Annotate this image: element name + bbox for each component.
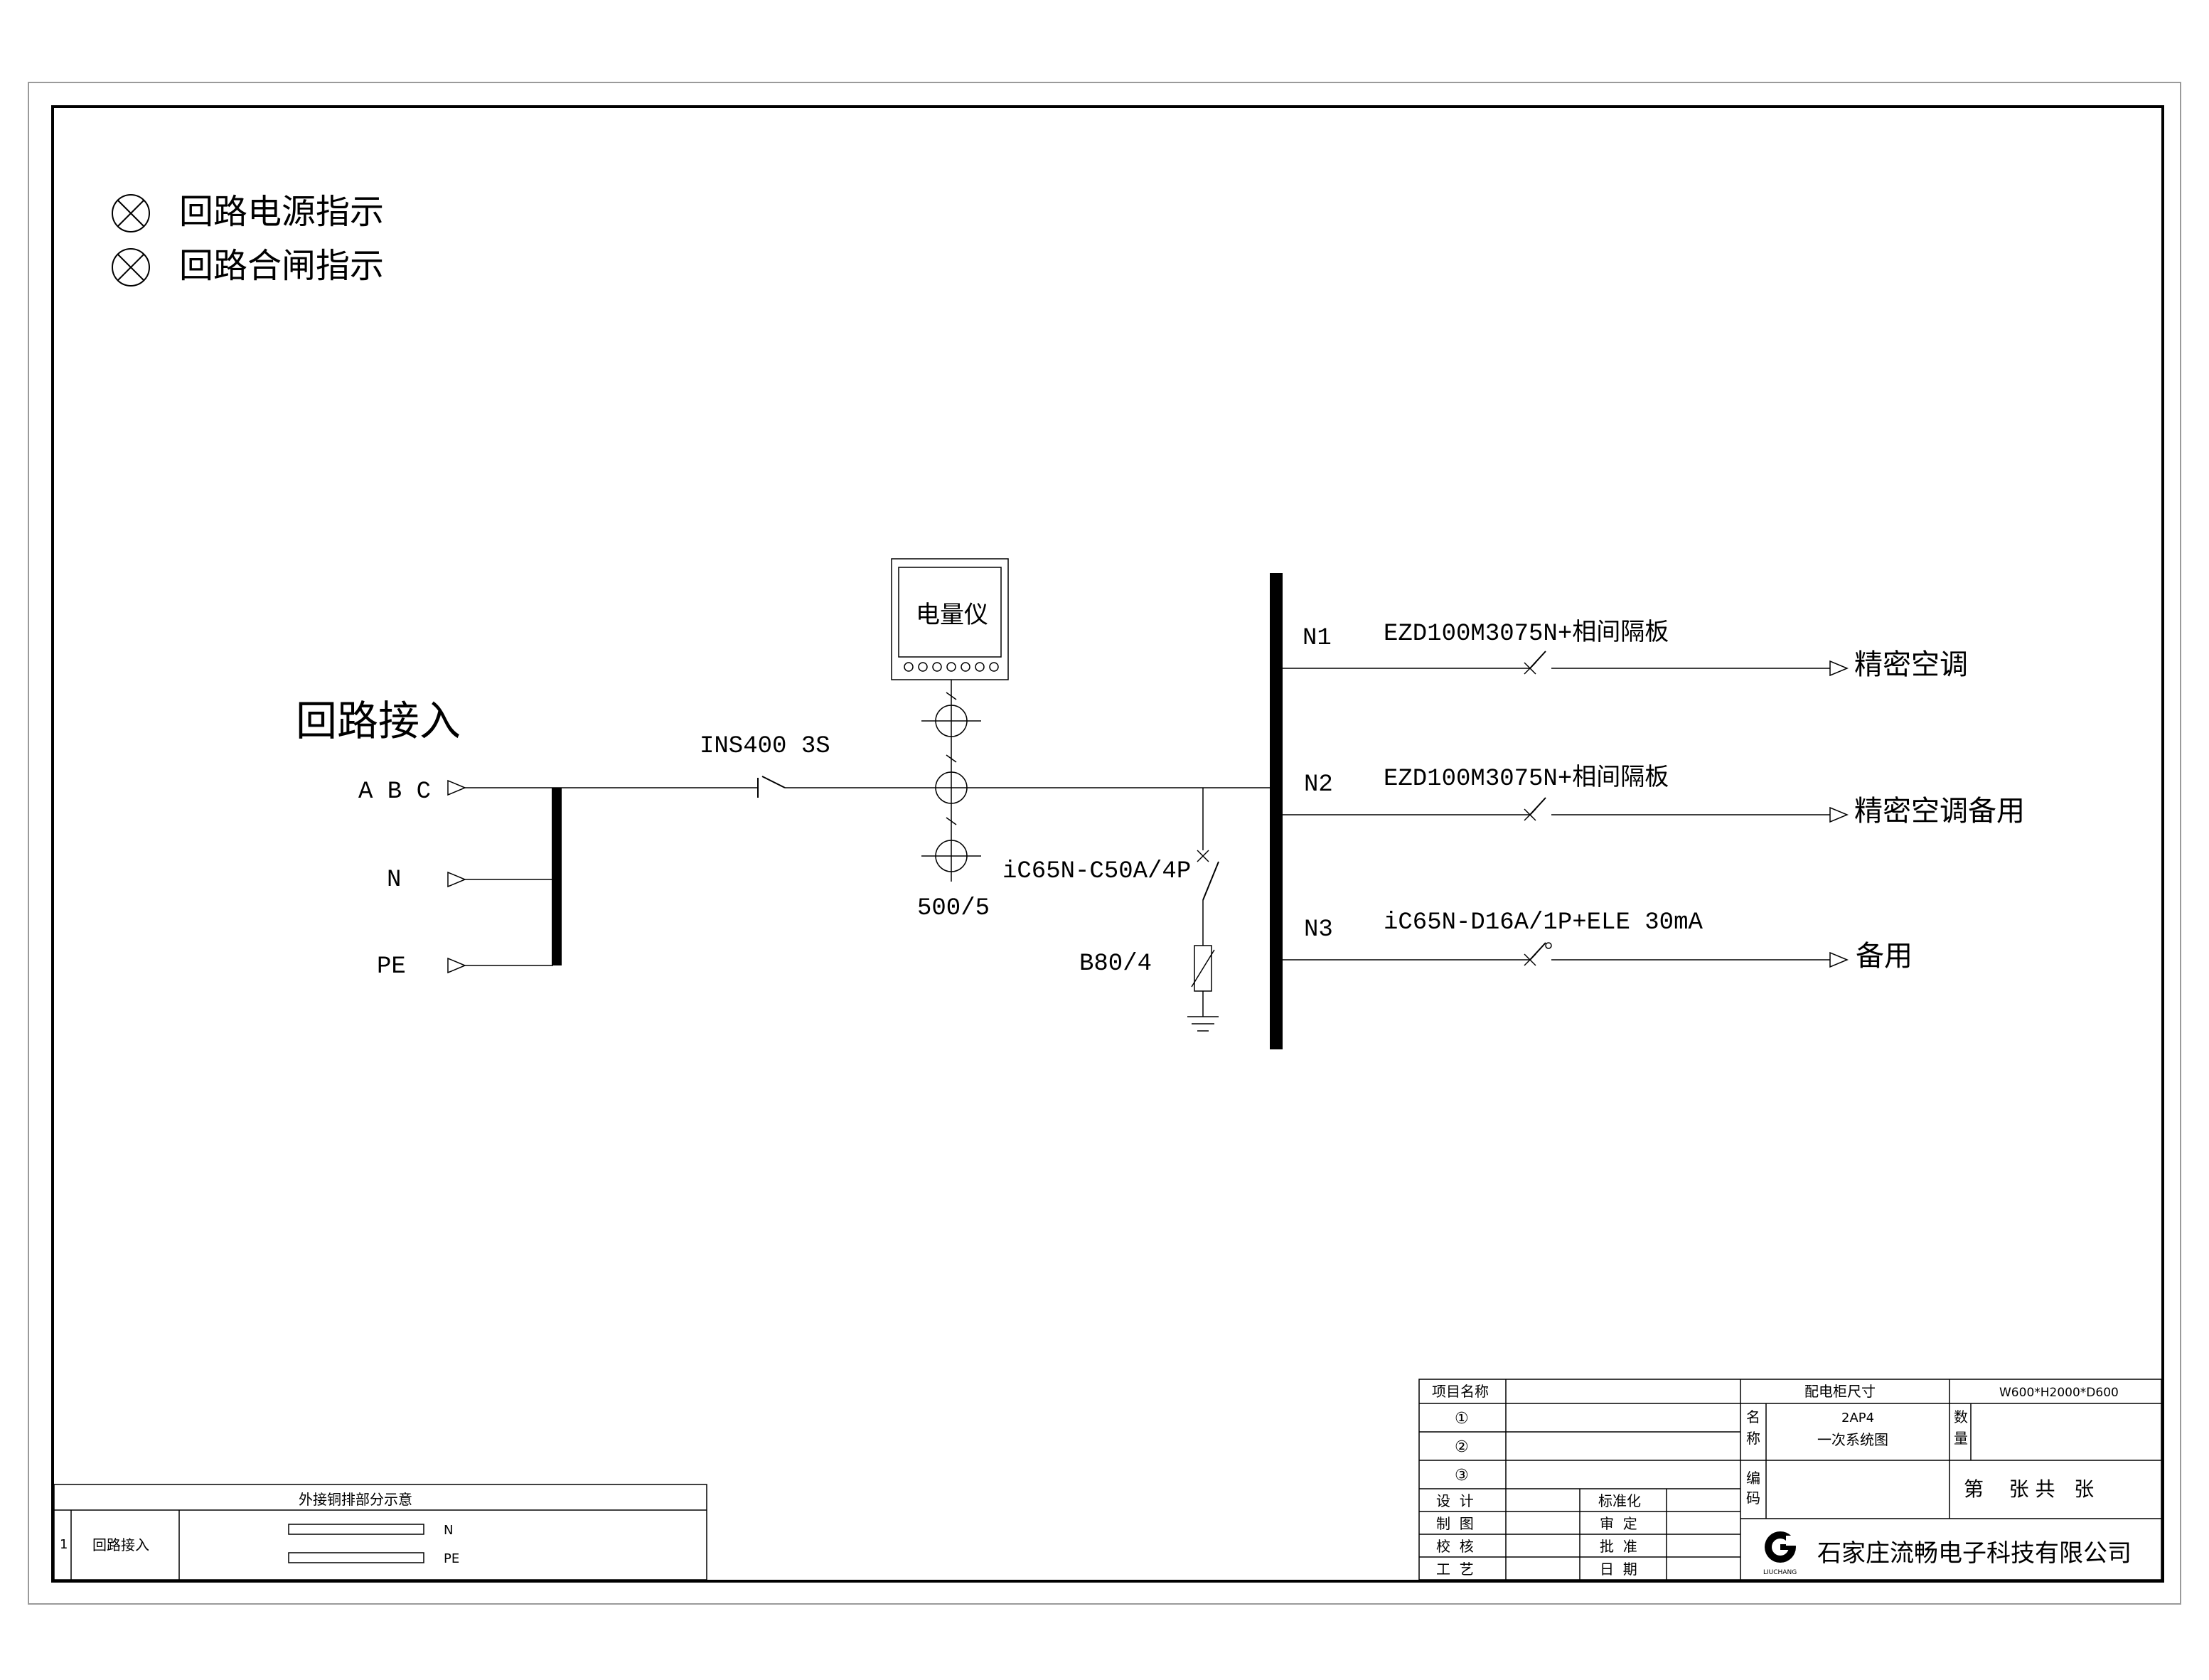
drawing-label: 制 图 <box>1436 1515 1474 1532</box>
indicator-lamp-icon <box>112 248 150 287</box>
cabinet-size-value: W600*H2000*D600 <box>1999 1386 2119 1400</box>
cabinet-size-label: 配电柜尺寸 <box>1804 1383 1876 1400</box>
power-meter: 电量仪 <box>891 558 1009 680</box>
spd-label: B80/4 <box>1079 951 1152 978</box>
circuit-id: N3 <box>1304 916 1333 943</box>
name-label-1: 名 <box>1746 1408 1760 1425</box>
meter-label: 电量仪 <box>916 601 988 629</box>
label-phase-abc: A B C <box>358 779 431 806</box>
circuit-id: N1 <box>1303 625 1332 652</box>
company-name: 石家庄流畅电子科技有限公司 <box>1817 1539 2132 1568</box>
circuit-id: N2 <box>1304 771 1333 798</box>
circuit-device: iC65N-D16A/1P+ELE 30mA <box>1384 909 1703 936</box>
code-label-2: 码 <box>1746 1489 1760 1507</box>
incoming-circuit: 回路接入 A B C N PE <box>296 697 1270 980</box>
current-transformers: 500/5 <box>917 680 990 922</box>
busbar-table: 外接铜排部分示意 1 回路接入 N PE <box>53 1484 707 1580</box>
qty-label-1: 数 <box>1954 1408 1968 1425</box>
ct-icon <box>935 771 968 804</box>
ct-ratio-label: 500/5 <box>917 895 990 922</box>
project-name-label: 项目名称 <box>1432 1383 1489 1400</box>
terminal-arrow-icon <box>1829 951 1849 968</box>
spd-breaker-label: iC65N-C50A/4P <box>1002 858 1191 885</box>
drawing-title: 一次系统图 <box>1817 1431 1888 1448</box>
busbar-n-bar <box>288 1524 424 1535</box>
circuit-load: 精密空调备用 <box>1854 795 2025 828</box>
circuit-device: EZD100M3075N+相间隔板 <box>1384 619 1669 648</box>
busbar-row-label: 回路接入 <box>92 1536 149 1553</box>
busbar-n-label: N <box>444 1523 453 1538</box>
main-breaker-label: INS400 3S <box>700 733 830 760</box>
process-label: 工 艺 <box>1436 1561 1474 1578</box>
incoming-title: 回路接入 <box>296 697 461 745</box>
name-label-2: 称 <box>1746 1430 1760 1447</box>
incoming-busbar <box>552 788 562 965</box>
revision-1: ① <box>1455 1410 1469 1428</box>
revision-3: ③ <box>1455 1467 1469 1484</box>
terminal-arrow-icon <box>447 957 466 974</box>
check-label: 校 核 <box>1436 1538 1474 1555</box>
distribution-busbar <box>1270 573 1283 1049</box>
legend: 回路电源指示 回路合闸指示 <box>112 192 384 287</box>
busbar-row-no: 1 <box>60 1537 68 1552</box>
busbar-table-title: 外接铜排部分示意 <box>299 1491 412 1508</box>
company-logo-icon <box>1765 1531 1796 1563</box>
outer-frame <box>28 82 2181 1605</box>
outgoing-circuit-n2: N2 EZD100M3075N+相间隔板 精密空调备用 <box>1283 764 2025 828</box>
review-label: 审 定 <box>1600 1515 1637 1532</box>
outgoing-circuit-n3: N3 iC65N-D16A/1P+ELE 30mA 备用 <box>1283 909 1913 973</box>
main-breaker: INS400 3S <box>700 733 830 798</box>
title-block: 项目名称 ① ② ③ 设 计 制 图 校 核 工 艺 标准化 审 定 批 准 日… <box>1418 1379 2162 1580</box>
legend-power-indicator: 回路电源指示 <box>179 192 384 232</box>
logo-text: LIUCHANG <box>1763 1569 1797 1576</box>
sheet-info: 第 张 共 张 <box>1964 1477 2094 1501</box>
date-label: 日 期 <box>1600 1561 1637 1578</box>
meter-buttons <box>904 662 999 672</box>
surge-protection: iC65N-C50A/4P B80/4 <box>1002 788 1219 1032</box>
terminal-arrow-icon <box>1829 806 1849 823</box>
inner-frame <box>51 105 2164 1583</box>
indicator-lamp-icon <box>112 194 150 232</box>
standardization-label: 标准化 <box>1598 1492 1641 1509</box>
code-label-1: 编 <box>1746 1470 1760 1487</box>
terminal-arrow-icon <box>447 871 466 888</box>
outgoing-circuit-n1: N1 EZD100M3075N+相间隔板 精密空调 <box>1283 619 1968 681</box>
busbar-pe-label: PE <box>444 1551 459 1566</box>
circuit-load: 精密空调 <box>1854 648 1968 681</box>
design-label: 设 计 <box>1436 1492 1474 1509</box>
approve-label: 批 准 <box>1600 1538 1637 1555</box>
terminal-arrow-icon <box>447 779 466 796</box>
terminal-arrow-icon <box>1829 660 1849 677</box>
circuit-load: 备用 <box>1856 940 1913 973</box>
busbar-pe-bar <box>288 1552 424 1563</box>
legend-closing-indicator: 回路合闸指示 <box>179 246 384 286</box>
qty-label-2: 量 <box>1954 1430 1968 1447</box>
circuit-device: EZD100M3075N+相间隔板 <box>1384 764 1669 793</box>
drawing-number: 2AP4 <box>1841 1411 1874 1425</box>
label-neutral: N <box>387 867 401 894</box>
revision-2: ② <box>1455 1438 1469 1456</box>
label-pe: PE <box>377 953 406 980</box>
